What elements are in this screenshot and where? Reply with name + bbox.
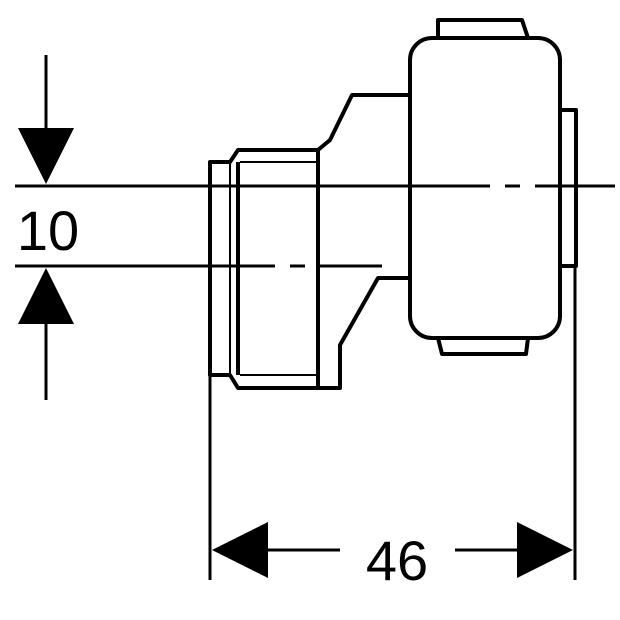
taper-section-outline <box>316 93 412 390</box>
width-arrow-right-icon <box>517 522 573 578</box>
offset-arrow-down-icon <box>18 128 74 184</box>
socket-bottom-lug <box>436 337 530 356</box>
socket-body <box>408 36 562 340</box>
width-arrow-left-icon <box>212 522 268 578</box>
socket-top-lug <box>436 18 530 39</box>
width-dimension: 46 <box>208 266 577 592</box>
width-dimension-label: 46 <box>366 529 428 592</box>
center-lines <box>15 184 615 268</box>
offset-dimension: 10 <box>17 55 79 400</box>
socket-end-cap <box>558 108 578 268</box>
offset-arrow-up-icon <box>18 268 74 324</box>
offset-dimension-label: 10 <box>17 199 79 262</box>
fitting-body <box>208 18 578 390</box>
